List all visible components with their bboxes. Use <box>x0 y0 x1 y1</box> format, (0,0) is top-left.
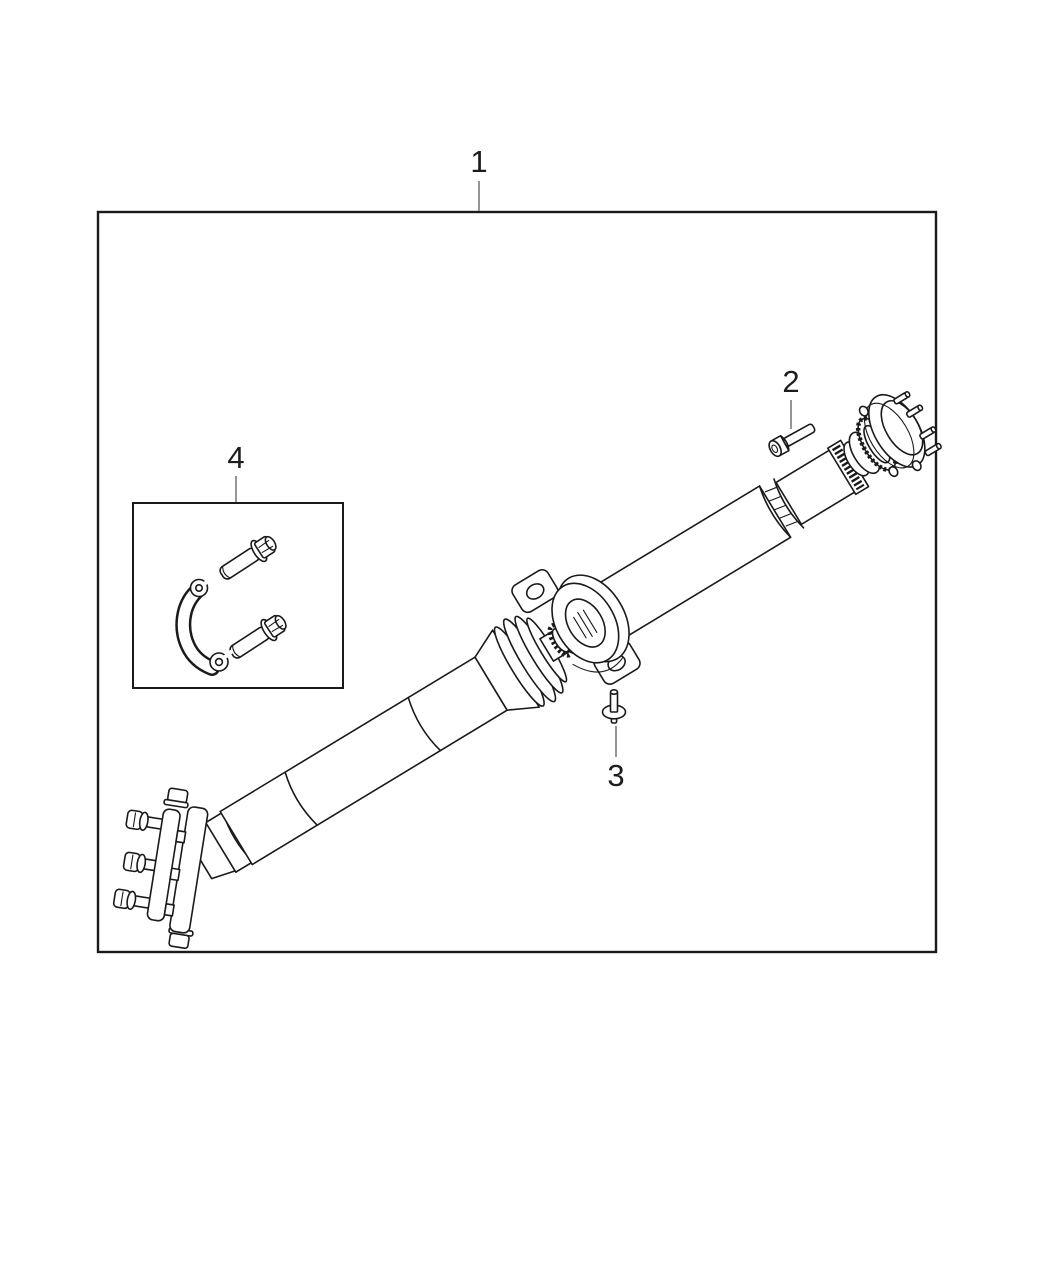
flange-front-plate <box>146 808 181 922</box>
flange-bolt-head <box>888 466 899 478</box>
flange-studs <box>893 391 942 457</box>
kit-bolt-lower <box>229 614 287 659</box>
cv-boot <box>474 615 568 711</box>
tube-seam <box>407 696 442 752</box>
flange-bolt-head <box>858 405 869 417</box>
rear-cv-joint <box>843 391 942 478</box>
callout-2-label: 2 <box>782 364 799 399</box>
flange-mounting-bolt-item-2 <box>768 423 816 458</box>
drive-shaft-assembly <box>188 391 942 880</box>
callout-4-label: 4 <box>227 440 244 475</box>
center-bearing-screw-item-3 <box>601 689 627 724</box>
front-companion-flange <box>112 787 209 950</box>
assembly-boundary-box <box>96 210 938 954</box>
callout-3-label: 3 <box>607 758 624 793</box>
hardware-kit-box <box>132 502 344 689</box>
kit-bolt-upper <box>219 535 277 580</box>
flange-bolt <box>125 809 170 832</box>
flange-top-nut <box>163 787 189 809</box>
center-bearing <box>551 574 630 664</box>
flange-bolt-head <box>911 460 922 472</box>
flange-spacer <box>169 867 181 882</box>
center-bearing-bracket-upper-tab <box>511 568 559 614</box>
kit-strap-bracket <box>175 578 233 676</box>
rear-tube-weld-collar <box>758 478 805 539</box>
flange-back-plate <box>169 806 209 934</box>
callout-1-label: 1 <box>470 144 487 179</box>
tube-seam <box>284 771 319 826</box>
flange-spacer <box>175 829 187 844</box>
flange-spacer <box>163 903 175 917</box>
